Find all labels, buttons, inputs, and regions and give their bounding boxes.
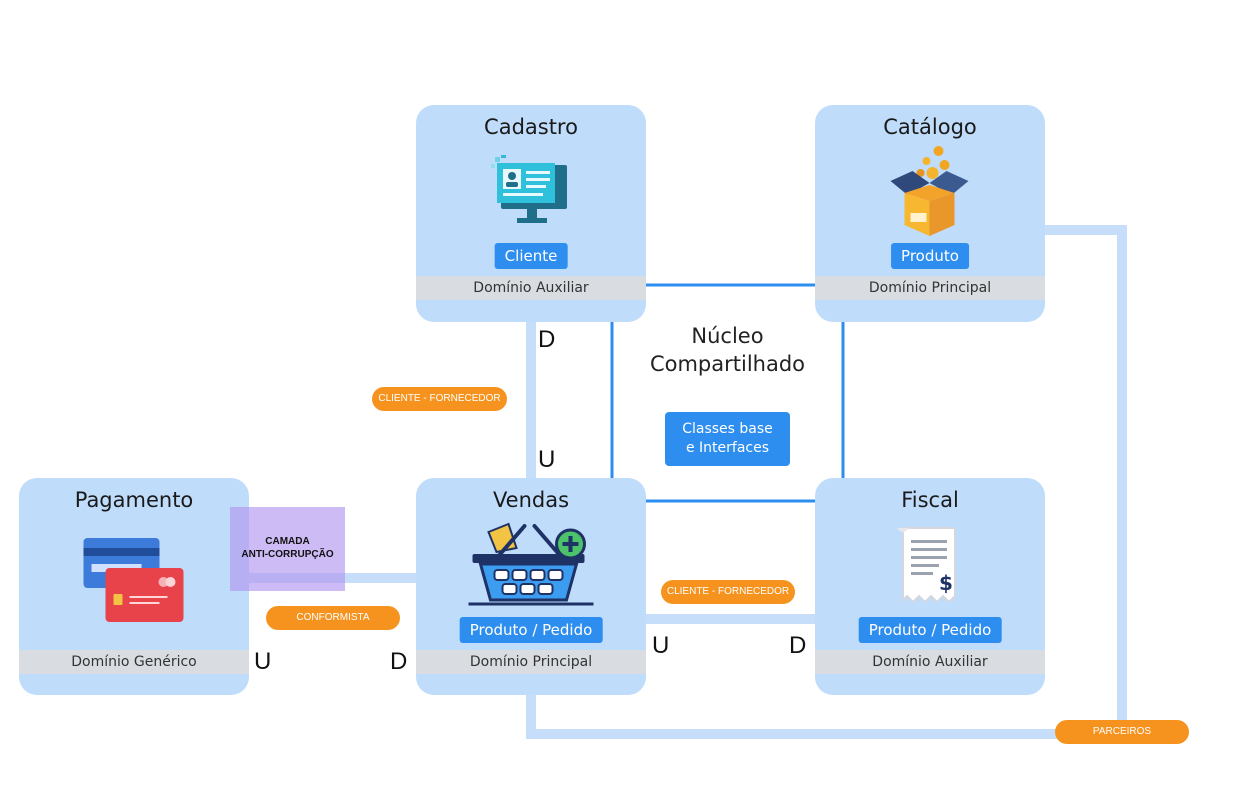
- shared-kernel-box-line1: Classes base: [682, 421, 773, 437]
- domain-label: Domínio Auxiliar: [416, 276, 646, 300]
- shared-kernel-title-line2: Compartilhado: [649, 352, 806, 376]
- context-title: Pagamento: [74, 488, 194, 512]
- computer-profile-icon: [491, 153, 571, 234]
- entity-pill: Produto / Pedido: [858, 617, 1002, 643]
- shopping-basket-icon: [468, 522, 594, 610]
- shared-kernel-title: Núcleo Compartilhado: [630, 322, 825, 378]
- open-box-icon: [883, 143, 978, 242]
- shared-kernel-frame: [610, 283, 845, 503]
- entity-pill: Produto: [891, 243, 969, 269]
- entity-pill: Cliente: [494, 243, 568, 269]
- svg-text:$: $: [939, 571, 953, 595]
- relation-tag-cliente-fornecedor: CLIENTE - FORNECEDOR: [661, 580, 795, 604]
- context-title: Catálogo: [883, 115, 977, 139]
- receipt-icon: $: [895, 524, 965, 612]
- acl-line2: ANTI-CORRUPÇÃO: [241, 549, 334, 560]
- entity-pill: Produto / Pedido: [459, 617, 603, 643]
- relation-tag-conformista: CONFORMISTA: [266, 606, 400, 630]
- downstream-marker: D: [538, 326, 556, 353]
- downstream-marker: D: [789, 632, 807, 659]
- upstream-marker: U: [254, 648, 272, 675]
- anti-corruption-layer: CAMADA ANTI-CORRUPÇÃO: [230, 507, 345, 591]
- upstream-marker: U: [538, 446, 556, 473]
- domain-label: Domínio Principal: [416, 650, 646, 674]
- context-title: Fiscal: [901, 488, 959, 512]
- shared-kernel-box: Classes base e Interfaces: [665, 412, 790, 466]
- relation-tag-cliente-fornecedor: CLIENTE - FORNECEDOR: [372, 387, 507, 411]
- context-title: Cadastro: [484, 115, 578, 139]
- context-fiscal: Fiscal $ Produto / Pedido Domínio Auxili…: [815, 478, 1045, 695]
- context-pagamento: Pagamento Domínio Genérico: [19, 478, 249, 695]
- domain-label: Domínio Auxiliar: [815, 650, 1045, 674]
- context-vendas: Vendas Produto / Pedido Domínio Principa…: [416, 478, 646, 695]
- context-cadastro: Cadastro Cliente Domínio Auxiliar: [416, 105, 646, 322]
- domain-label: Domínio Genérico: [19, 650, 249, 674]
- upstream-marker: U: [652, 632, 670, 659]
- shared-kernel-title-line1: Núcleo: [691, 324, 764, 348]
- shared-kernel-box-line2: e Interfaces: [685, 440, 770, 456]
- credit-cards-icon: [82, 536, 187, 630]
- acl-line1: CAMADA: [265, 536, 310, 547]
- domain-label: Domínio Principal: [815, 276, 1045, 300]
- context-catalogo: Catálogo Produto Domínio Principal: [815, 105, 1045, 322]
- relation-tag-parceiros: PARCEIROS: [1055, 720, 1189, 744]
- downstream-marker: D: [390, 648, 408, 675]
- context-title: Vendas: [492, 488, 570, 512]
